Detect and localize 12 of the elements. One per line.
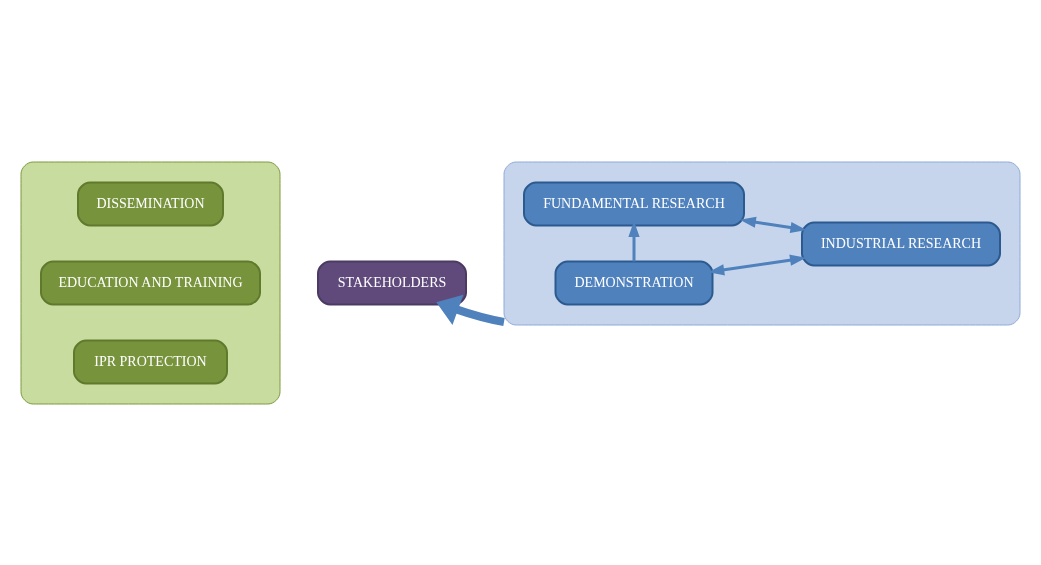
node-box: DISSEMINATION xyxy=(77,181,224,226)
cluster xyxy=(20,161,281,404)
node-box: STAKEHOLDERS xyxy=(317,260,467,305)
node-box: EDUCATION AND TRAINING xyxy=(40,260,261,305)
node-box: DEMONSTRATION xyxy=(554,260,714,305)
node-box: FUNDAMENTAL RESEARCH xyxy=(523,181,745,226)
arrow xyxy=(708,254,807,275)
node-box: IPR PROTECTION xyxy=(73,339,228,384)
cluster xyxy=(503,161,1021,325)
arrow xyxy=(739,216,807,233)
node-box: INDUSTRIAL RESEARCH xyxy=(801,221,1001,266)
arrow xyxy=(436,294,505,326)
